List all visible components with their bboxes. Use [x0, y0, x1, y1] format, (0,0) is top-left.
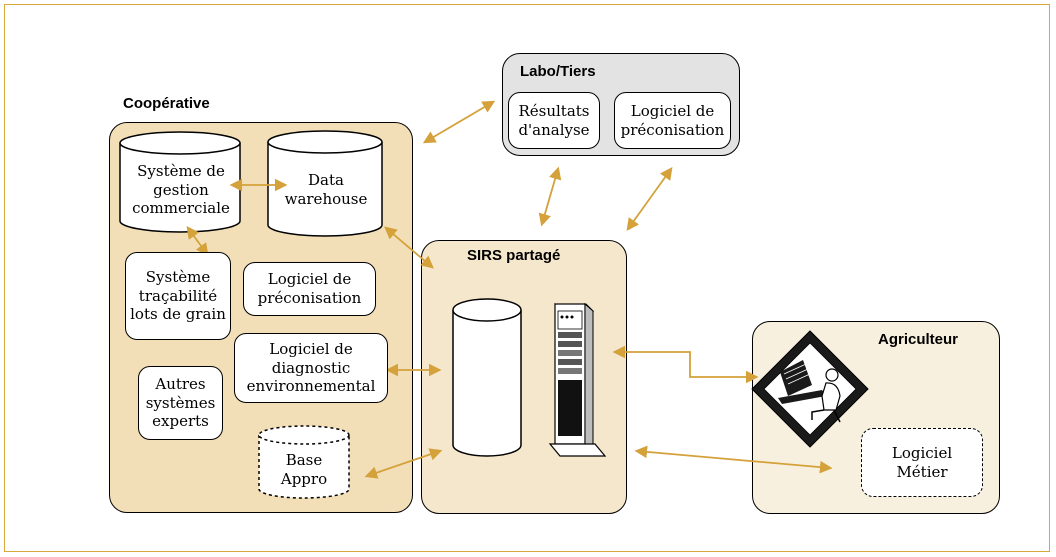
server-icon	[548, 302, 607, 457]
arrow-sirs-logiciel-metier	[634, 445, 833, 474]
logiciel-metier-box: Logiciel Métier	[861, 428, 983, 497]
autres-systemes-label: Autres systèmes experts	[145, 374, 216, 431]
resultats-analyse-label: Résultats d'analyse	[518, 101, 590, 139]
data-warehouse-label: Data warehouse	[284, 171, 368, 208]
arrow-sirs-preconisation	[626, 166, 673, 232]
arrow-baseappro-sirs	[364, 448, 443, 479]
labo-heading: Labo/Tiers	[520, 63, 596, 80]
logiciel-preconisation-coop-label: Logiciel de préconisation	[257, 270, 362, 307]
base-appro-cylinder	[258, 425, 350, 499]
sirs-database-cylinder	[452, 298, 522, 457]
logiciel-preconisation-labo-label: Logiciel de préconisation	[620, 101, 725, 139]
data-warehouse-cylinder	[267, 130, 383, 237]
systeme-tracabilite-box: Système traçabilité lots de grain	[125, 252, 231, 340]
sirs-heading: SIRS partagé	[467, 247, 561, 264]
logiciel-diagnostic-label: Logiciel de diagnostic environnemental	[246, 339, 376, 396]
arrow-gestion-tracabilite	[186, 225, 209, 257]
logiciel-diagnostic-box: Logiciel de diagnostic environnemental	[234, 333, 388, 403]
agriculteur-heading: Agriculteur	[878, 331, 959, 348]
farmer-computer-icon	[751, 330, 869, 448]
systeme-gestion-label: Système de gestion commerciale	[132, 161, 230, 218]
arrow-sirs-farmer	[612, 345, 759, 384]
systeme-tracabilite-label: Système traçabilité lots de grain	[130, 267, 226, 324]
resultats-analyse-box: Résultats d'analyse	[508, 92, 600, 149]
logiciel-metier-label: Logiciel Métier	[891, 443, 953, 481]
logiciel-preconisation-coop-box: Logiciel de préconisation	[243, 262, 376, 316]
cooperative-heading: Coopérative	[123, 95, 210, 112]
systeme-gestion-cylinder	[119, 131, 241, 233]
arrow-coop-labo	[422, 100, 496, 144]
autres-systemes-box: Autres systèmes experts	[138, 366, 223, 440]
figure-frame	[4, 4, 1050, 552]
arrow-datawarehouse-sirs	[384, 226, 434, 269]
logiciel-preconisation-labo-box: Logiciel de préconisation	[614, 92, 731, 149]
base-appro-label: Base Appro	[280, 451, 328, 488]
arrow-sirs-resultats	[538, 166, 562, 227]
connector-arrows	[186, 100, 833, 479]
